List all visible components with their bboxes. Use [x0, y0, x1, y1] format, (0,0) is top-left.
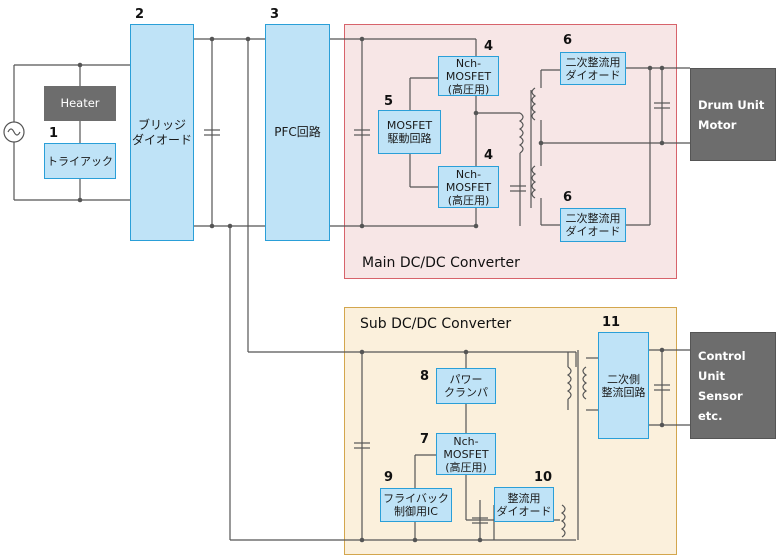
mosfet-driver-block: MOSFET 駆動回路: [378, 110, 441, 154]
heater-block: Heater: [44, 86, 116, 121]
label-8: 8: [420, 369, 430, 384]
mosfet-top-block: Nch- MOSFET (高圧用): [438, 56, 499, 96]
pfc-block: PFC回路: [265, 24, 330, 241]
label-4a: 4: [484, 39, 494, 54]
main-region-label: Main DC/DC Converter: [362, 255, 520, 271]
secondary-rectifier-block: 二次側 整流回路: [598, 332, 649, 439]
label-9: 9: [384, 470, 394, 485]
label-1: 1: [49, 126, 59, 141]
label-6b: 6: [563, 190, 573, 205]
label-6a: 6: [563, 33, 573, 48]
power-clamper-block: パワー クランパ: [436, 368, 496, 404]
control-unit-load: Control Unit Sensor etc.: [690, 332, 776, 439]
rectifier-bottom-block: 二次整流用 ダイオード: [560, 208, 626, 242]
triac-block: トライアック: [44, 143, 116, 179]
sub-region-label: Sub DC/DC Converter: [360, 316, 512, 332]
label-2: 2: [135, 7, 145, 22]
mosfet-bottom-block: Nch- MOSFET (高圧用): [438, 166, 499, 208]
rectifier-top-block: 二次整流用 ダイオード: [560, 52, 626, 85]
label-3: 3: [270, 7, 280, 22]
label-5: 5: [384, 94, 394, 109]
label-10: 10: [534, 470, 553, 485]
mosfet-sub-block: Nch- MOSFET (高圧用): [436, 433, 496, 475]
label-7: 7: [420, 432, 430, 447]
bridge-diode-block: ブリッジ ダイオード: [130, 24, 194, 241]
flyback-ic-block: フライバック 制御用IC: [380, 488, 452, 522]
label-4b: 4: [484, 148, 494, 163]
drum-motor-load: Drum Unit Motor: [690, 68, 776, 161]
label-11: 11: [602, 315, 621, 330]
rectifier-diode-block: 整流用 ダイオード: [494, 487, 554, 522]
